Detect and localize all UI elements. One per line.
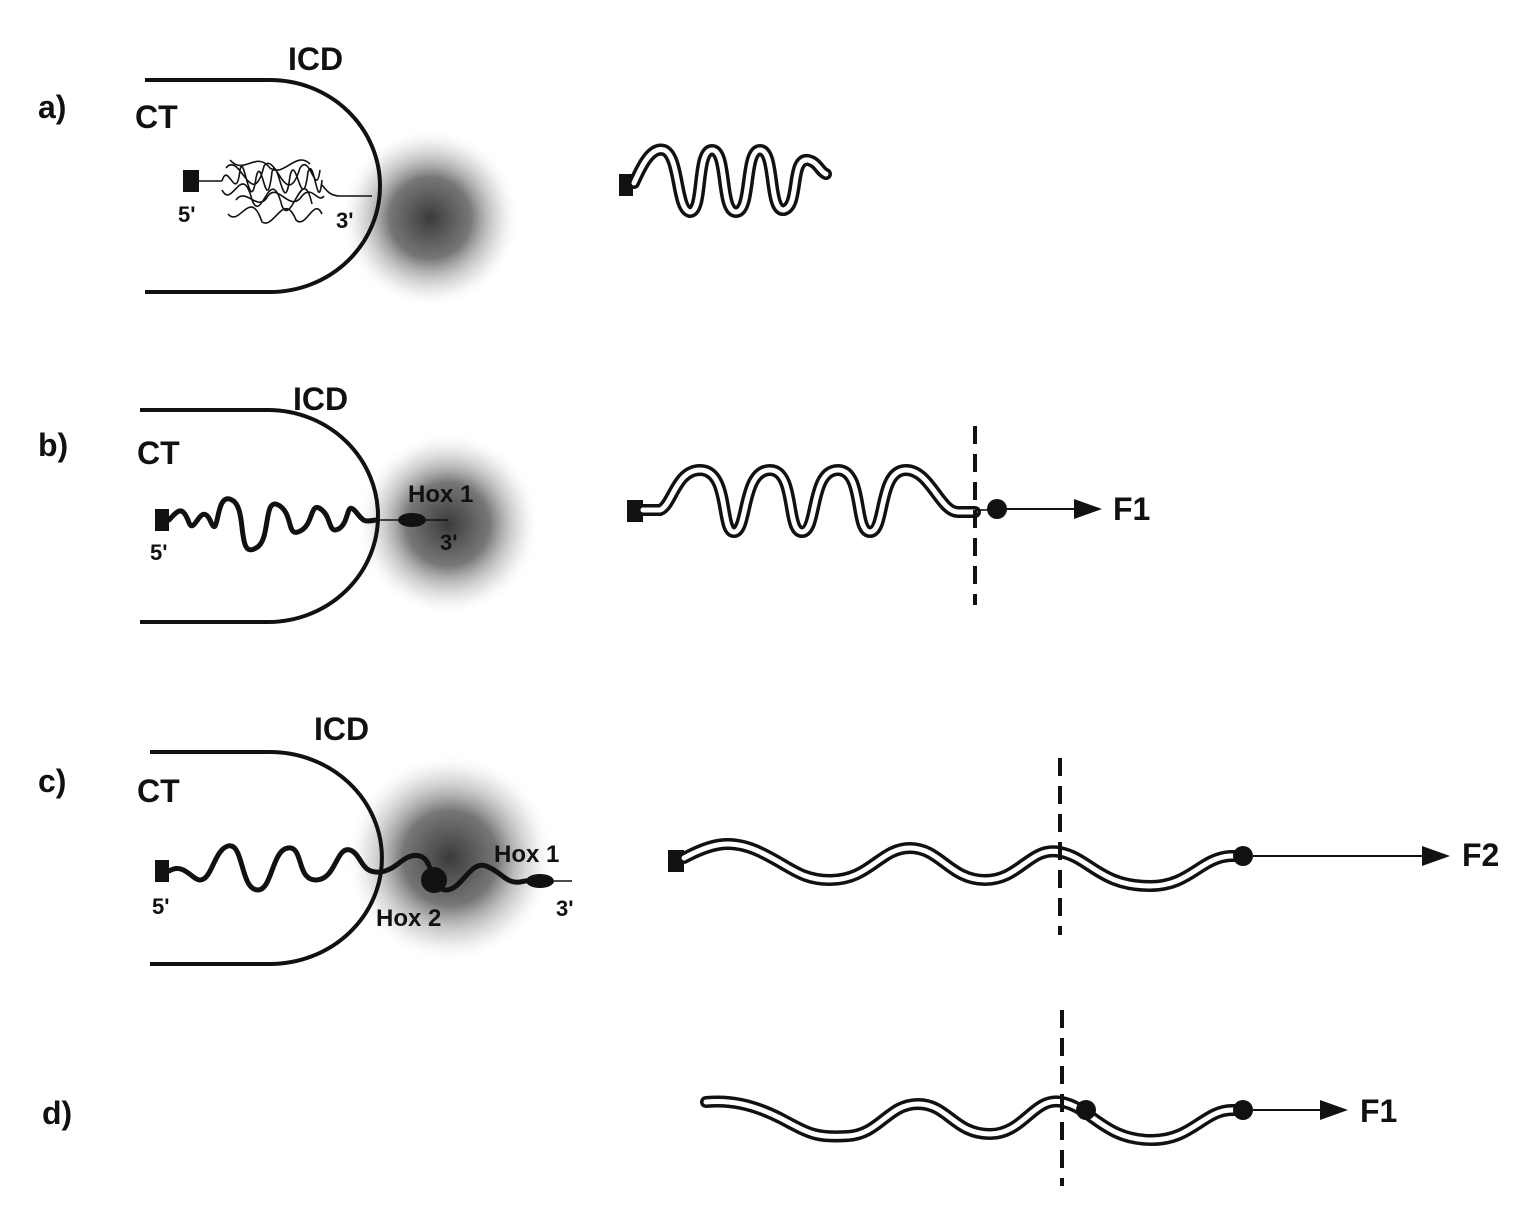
panel-c-3prime: 3' <box>556 896 573 921</box>
panel-c-hox1-gene <box>526 874 554 888</box>
panel-b-5prime: 5' <box>150 540 167 565</box>
panel-c-loop-fiber <box>166 843 543 893</box>
panel-b-hox-gene-dot <box>987 499 1007 519</box>
panel-a-helix-inner <box>631 147 829 215</box>
panel-c-territory-outline <box>150 750 384 966</box>
panel-b-model-promoter-box <box>627 500 643 522</box>
panel-c-5prime: 5' <box>152 894 169 919</box>
panel-b-3prime: 3' <box>440 530 457 555</box>
panel-d-label: d) <box>42 1095 72 1131</box>
panel-a-tangled-chromatin <box>221 159 325 224</box>
panel-c-icd-label: ICD <box>314 711 369 747</box>
panel-a-5prime: 5' <box>178 202 195 227</box>
panel-a-promoter-box <box>183 170 199 192</box>
panel-c-hox-gene-dot <box>1233 846 1253 866</box>
panel-c-wave-outer <box>678 838 1249 893</box>
panel-c-ct-label: CT <box>137 773 180 809</box>
panel-c-promoter-box <box>155 860 169 882</box>
panel-b-hox1-gene <box>398 513 426 527</box>
panel-a-ct-label: CT <box>135 99 178 135</box>
panel-c-label: c) <box>38 763 66 799</box>
panel-b-icd-halo <box>356 432 540 616</box>
panel-d-hox2-dot <box>1076 1100 1096 1120</box>
panel-b-hox1-label: Hox 1 <box>408 481 473 508</box>
panel-d-wave-inner <box>703 1098 1246 1143</box>
panel-b-territory-outline <box>140 408 380 624</box>
panel-b-label: b) <box>38 427 68 463</box>
panel-b: b) ICD CT Hox 1 5' 3' F1 <box>38 381 1150 624</box>
panel-a-label: a) <box>38 89 66 125</box>
panel-c: c) ICD CT Hox 1 Hox 2 5' 3' F2 <box>38 711 1499 966</box>
panel-c-output-label: F2 <box>1462 837 1499 873</box>
panel-b-icd-label: ICD <box>293 381 348 417</box>
panel-c-hox2-gene <box>421 867 447 893</box>
panel-c-hox1-label: Hox 1 <box>494 841 559 868</box>
panel-b-output-label: F1 <box>1113 491 1150 527</box>
panel-b-promoter-box <box>155 509 169 531</box>
panel-b-ct-label: CT <box>137 435 180 471</box>
panel-c-hox2-label: Hox 2 <box>376 905 441 932</box>
panel-b-loop-fiber <box>166 496 379 553</box>
panel-d-output-label: F1 <box>1360 1093 1397 1129</box>
panel-a-territory-outline <box>145 78 382 294</box>
panel-c-icd-halo <box>345 753 555 963</box>
panel-d: d) F1 <box>42 1010 1397 1186</box>
panel-a-3prime: 3' <box>336 208 353 233</box>
panel-a-icd-label: ICD <box>288 41 343 77</box>
panel-c-wave-inner <box>681 841 1246 889</box>
panel-b-helix-inner <box>640 467 978 535</box>
panel-a: a) ICD CT 5' 3' <box>38 41 832 308</box>
panel-a-icd-halo <box>340 128 520 308</box>
panel-a-fiber-end <box>321 184 372 197</box>
panel-d-hox1-dot <box>1233 1100 1253 1120</box>
